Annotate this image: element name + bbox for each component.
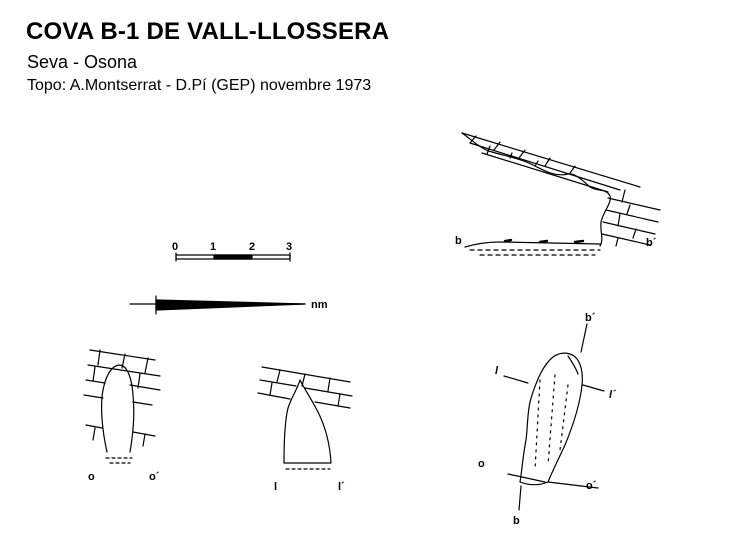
plan-label-l: l bbox=[495, 365, 499, 377]
profile-label-b: b bbox=[455, 235, 462, 247]
plan-label-o: o bbox=[478, 458, 485, 470]
plan-label-o-prime: o´ bbox=[586, 480, 597, 492]
plan-view bbox=[503, 323, 605, 511]
survey-credits: Topo: A.Montserrat - D.Pí (GEP) novembre… bbox=[27, 77, 372, 94]
scale-tick-1: 1 bbox=[210, 241, 216, 253]
cross-section-l bbox=[257, 366, 353, 470]
longitudinal-profile bbox=[461, 132, 661, 256]
plan-label-b-prime: b´ bbox=[585, 312, 596, 324]
north-arrow bbox=[129, 295, 306, 315]
scale-tick-0: 0 bbox=[172, 241, 178, 253]
plan-label-b: b bbox=[513, 515, 520, 527]
scale-bar bbox=[175, 252, 291, 262]
section-label-o-prime: o´ bbox=[149, 471, 160, 483]
cross-section-o bbox=[83, 349, 161, 464]
section-label-o: o bbox=[88, 471, 95, 483]
profile-label-b-prime: b´ bbox=[646, 237, 657, 249]
scale-tick-3: 3 bbox=[286, 241, 292, 253]
page-title: COVA B-1 DE VALL-LLOSSERA bbox=[26, 18, 390, 45]
section-label-l-prime: l´ bbox=[338, 481, 345, 493]
north-label: nm bbox=[311, 299, 328, 311]
scale-tick-2: 2 bbox=[249, 241, 255, 253]
plan-label-l-prime: l´ bbox=[609, 389, 617, 401]
page-subtitle: Seva - Osona bbox=[27, 52, 138, 72]
section-label-l: l bbox=[274, 481, 277, 493]
